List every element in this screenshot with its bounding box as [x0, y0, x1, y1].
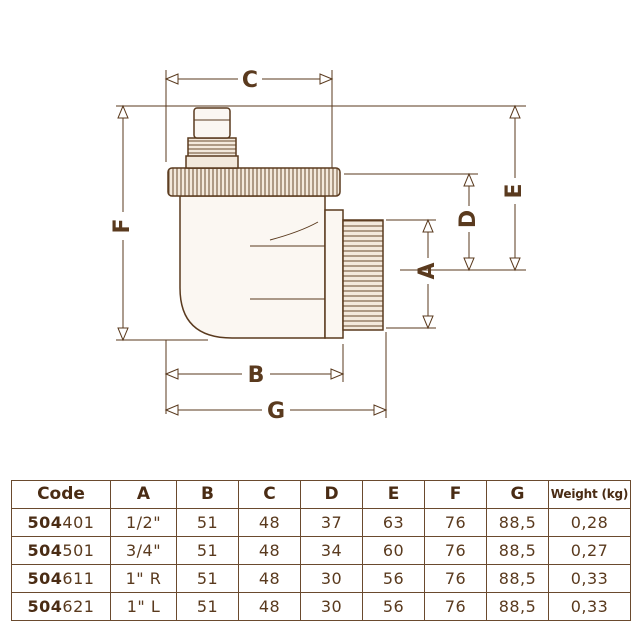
dim-f-arrow-bottom — [117, 327, 129, 342]
cell-code: 504621 — [11, 592, 111, 621]
cell-e: 56 — [362, 592, 425, 621]
cell-b: 51 — [176, 564, 239, 593]
cell-f: 76 — [424, 536, 487, 565]
dim-f-arrow-top — [117, 104, 129, 119]
code-suffix: 401 — [62, 513, 95, 532]
body-curve — [269, 221, 319, 241]
cell-e: 60 — [362, 536, 425, 565]
cap-band — [185, 155, 239, 169]
code-suffix: 611 — [62, 569, 95, 588]
cell-weight: 0,33 — [548, 592, 631, 621]
code-prefix: 504 — [27, 569, 63, 588]
dim-d-arrow-top — [463, 172, 475, 187]
header-weight: Weight (kg) — [548, 480, 631, 509]
dim-label-c: C — [242, 68, 258, 93]
dim-c-arrow-right — [319, 73, 334, 85]
dim-b-arrow-left — [164, 368, 179, 380]
cell-weight: 0,33 — [548, 564, 631, 593]
outlet-collar — [324, 209, 344, 339]
code-prefix: 504 — [27, 541, 63, 560]
header-d: D — [300, 480, 363, 509]
cell-c: 48 — [238, 564, 301, 593]
dim-b-arrow-right — [330, 368, 345, 380]
dim-a-arrow-top — [422, 218, 434, 233]
elbow-body — [179, 195, 326, 339]
cell-c: 48 — [238, 592, 301, 621]
table-row: 504621 1" L 51 48 30 56 76 88,5 0,33 — [11, 592, 631, 621]
cell-g: 88,5 — [486, 508, 549, 537]
cell-f: 76 — [424, 592, 487, 621]
cell-code: 504501 — [11, 536, 111, 565]
cell-g: 88,5 — [486, 536, 549, 565]
table-row: 504501 3/4" 51 48 34 60 76 88,5 0,27 — [11, 536, 631, 565]
dim-g-arrow-left — [164, 404, 179, 416]
cell-f: 76 — [424, 508, 487, 537]
code-prefix: 504 — [27, 597, 63, 616]
cell-d: 34 — [300, 536, 363, 565]
dim-e-arrow-top — [509, 104, 521, 119]
cell-d: 30 — [300, 592, 363, 621]
header-code: Code — [11, 480, 111, 509]
table-row: 504401 1/2" 51 48 37 63 76 88,5 0,28 — [11, 508, 631, 537]
cell-a: 1" L — [110, 592, 177, 621]
cell-b: 51 — [176, 592, 239, 621]
table-header-row: Code A B C D E F G Weight (kg) — [11, 480, 631, 509]
dim-c-arrow-left — [164, 73, 179, 85]
cell-b: 51 — [176, 508, 239, 537]
cell-a: 3/4" — [110, 536, 177, 565]
cell-weight: 0,27 — [548, 536, 631, 565]
code-suffix: 501 — [62, 541, 95, 560]
header-g: G — [486, 480, 549, 509]
dim-g-arrow-right — [373, 404, 388, 416]
header-f: F — [424, 480, 487, 509]
cell-f: 76 — [424, 564, 487, 593]
cell-c: 48 — [238, 536, 301, 565]
table-row: 504611 1" R 51 48 30 56 76 88,5 0,33 — [11, 564, 631, 593]
cell-g: 88,5 — [486, 592, 549, 621]
cell-code: 504401 — [11, 508, 111, 537]
dim-label-b: B — [248, 363, 265, 388]
header-a: A — [110, 480, 177, 509]
cell-d: 30 — [300, 564, 363, 593]
technical-drawing: C F E D A B G — [110, 68, 527, 424]
dim-a-arrow-bottom — [422, 315, 434, 330]
cell-b: 51 — [176, 536, 239, 565]
dim-label-a: A — [415, 262, 440, 279]
outlet-thread — [342, 219, 384, 331]
cell-a: 1" R — [110, 564, 177, 593]
code-suffix: 621 — [62, 597, 95, 616]
cell-g: 88,5 — [486, 564, 549, 593]
cell-code: 504611 — [11, 564, 111, 593]
dim-e-arrow-bottom — [509, 257, 521, 272]
cell-e: 63 — [362, 508, 425, 537]
dim-label-g: G — [267, 399, 285, 424]
spec-table: Code A B C D E F G Weight (kg) 504401 1/… — [11, 480, 631, 621]
header-e: E — [362, 480, 425, 509]
header-c: C — [238, 480, 301, 509]
cell-weight: 0,28 — [548, 508, 631, 537]
dimension-lines — [116, 70, 526, 418]
dim-label-f: F — [110, 218, 135, 233]
header-b: B — [176, 480, 239, 509]
cell-c: 48 — [238, 508, 301, 537]
knurled-ring — [167, 167, 341, 197]
dim-label-d: D — [456, 210, 481, 228]
cell-d: 37 — [300, 508, 363, 537]
dimension-arrows — [117, 73, 521, 416]
top-cap — [193, 107, 231, 139]
valve-body — [167, 107, 384, 339]
dim-d-arrow-bottom — [463, 257, 475, 272]
code-prefix: 504 — [27, 513, 63, 532]
dim-label-e: E — [502, 183, 527, 198]
cell-e: 56 — [362, 564, 425, 593]
cell-a: 1/2" — [110, 508, 177, 537]
dimension-labels: C F E D A B G — [110, 68, 527, 424]
